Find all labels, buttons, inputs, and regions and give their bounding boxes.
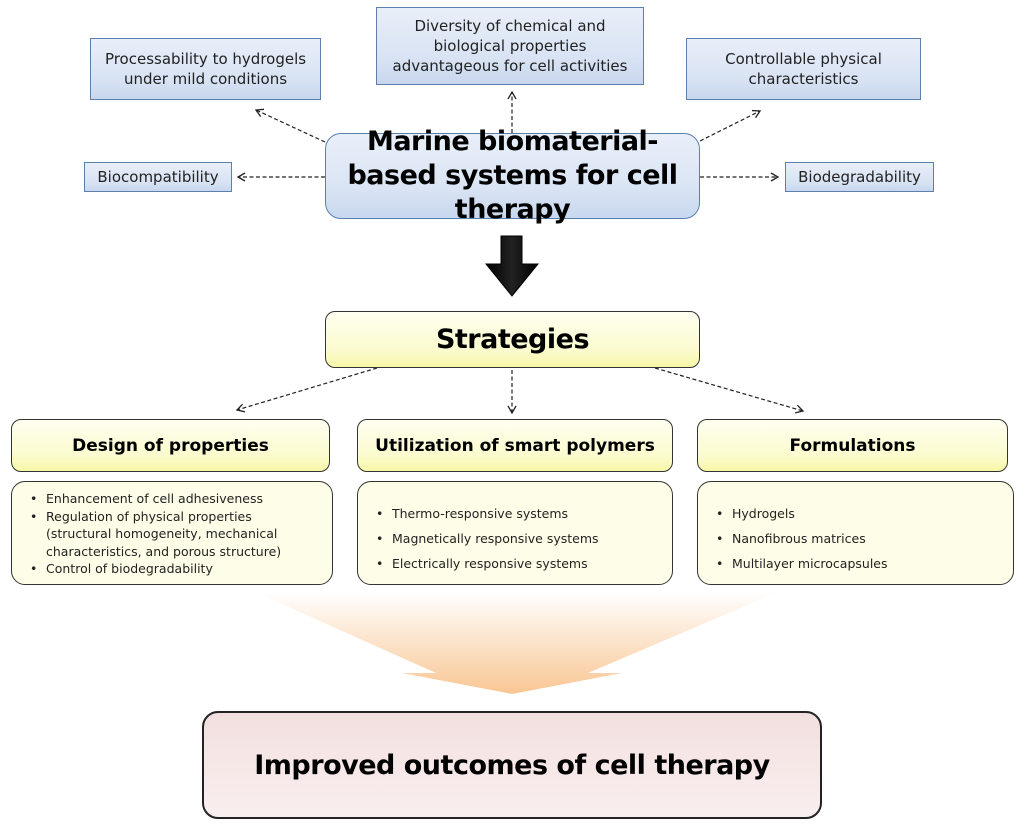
list-item: Nanofibrous matrices — [698, 526, 1013, 551]
property-controllable-label: Controllable physical characteristics — [725, 50, 882, 88]
list-item: Multilayer microcapsules — [698, 551, 1013, 576]
list-item: Enhancement of cell adhesiveness — [12, 490, 332, 508]
property-biocompatibility: Biocompatibility — [84, 162, 232, 192]
strategy-list-smart-polymers: Thermo-responsive systems Magnetically r… — [357, 481, 673, 585]
arrow-to-controllable — [699, 109, 762, 142]
outcome-label: Improved outcomes of cell therapy — [254, 749, 770, 781]
strategy-header-design-label: Design of properties — [72, 435, 269, 456]
property-processability-label: Processability to hydrogels under mild c… — [104, 50, 307, 88]
list-item: Electrically responsive systems — [358, 551, 672, 576]
arrow-to-formulations — [654, 367, 805, 414]
strategy-list-formulations: Hydrogels Nanofibrous matrices Multilaye… — [697, 481, 1014, 585]
list-item: Regulation of physical properties (struc… — [12, 508, 332, 561]
property-biodegradability-label: Biodegradability — [798, 168, 921, 186]
main-title-box: Marine biomaterial-based systems for cel… — [325, 126, 700, 225]
strategy-header-formulations: Formulations — [697, 419, 1008, 472]
list-item: Thermo-responsive systems — [358, 501, 672, 526]
strategy-list-design: Enhancement of cell adhesiveness Regulat… — [11, 481, 333, 585]
arrow-to-design — [235, 367, 378, 413]
down-arrow-icon — [484, 235, 540, 297]
property-diversity-label: Diversity of chemical and biological pro… — [392, 17, 628, 75]
strategies-label: Strategies — [435, 324, 590, 355]
strategy-header-formulations-label: Formulations — [789, 435, 916, 456]
strategy-header-smart-polymers: Utilization of smart polymers — [357, 419, 673, 472]
property-controllable: Controllable physical characteristics — [686, 38, 921, 100]
list-item: Hydrogels — [698, 501, 1013, 526]
funnel-arrow-icon — [255, 592, 778, 694]
list-item: Magnetically responsive systems — [358, 526, 672, 551]
strategy-header-smart-polymers-label: Utilization of smart polymers — [375, 435, 655, 456]
outcome-box: Improved outcomes of cell therapy — [202, 711, 822, 819]
strategy-header-design: Design of properties — [11, 419, 330, 472]
property-diversity: Diversity of chemical and biological pro… — [376, 7, 644, 85]
property-biocompatibility-label: Biocompatibility — [97, 168, 219, 186]
strategies-box: Strategies — [325, 311, 700, 368]
list-item: Control of biodegradability — [12, 560, 332, 578]
property-biodegradability: Biodegradability — [785, 162, 934, 192]
arrow-to-processability — [254, 108, 326, 143]
main-title: Marine biomaterial-based systems for cel… — [347, 126, 678, 225]
property-processability: Processability to hydrogels under mild c… — [90, 38, 321, 100]
